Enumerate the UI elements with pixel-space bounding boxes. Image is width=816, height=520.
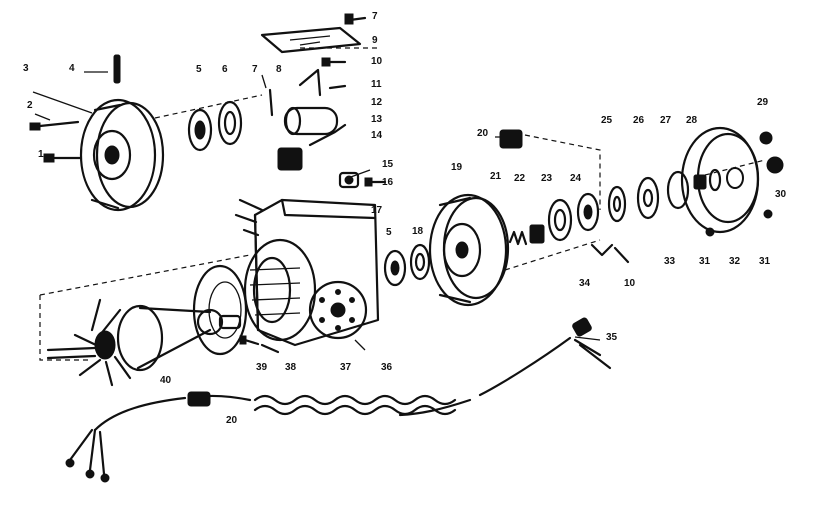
bracket-part-8 [298,68,322,97]
bushing-part-23 [547,198,573,242]
cord-part-37 [253,336,572,417]
screw-part-7-top [344,13,367,25]
washer-part-33 [636,176,660,220]
callout-label: 18 [412,226,424,237]
callout-label: 3 [23,63,29,74]
callout-label: 30 [775,189,787,200]
callout-label: 35 [606,332,618,343]
clip-part-38 [260,343,280,354]
callout-label: 7 [372,11,378,22]
leader-line-armature [39,295,90,361]
nut-part-22 [529,224,545,244]
callout-label: 20 [477,128,489,139]
callout-label: 5 [196,64,202,75]
screw-part-39 [239,335,260,346]
right-end-housing-part-19 [428,193,510,307]
left-end-housing-part-3 [79,98,165,212]
screw-part-31-right [763,209,773,219]
callout-label: 19 [451,162,463,173]
strain-relief-part-35 [572,317,592,337]
callout-label: 10 [371,56,383,67]
bushing-part-26 [666,170,690,210]
nut-part-27 [693,174,707,190]
end-cover-part-32 [680,126,760,234]
callout-label: 26 [633,115,645,126]
callout-label: 6 [222,64,228,75]
callout-label: 29 [757,97,769,108]
cord-leads-left [65,394,252,483]
screw-part-2 [29,120,80,131]
callout-label: 13 [371,114,383,125]
callout-label: 20 [226,415,238,426]
motor-frame-part-36 [234,198,380,347]
screw-part-29 [759,131,773,145]
screw-part-16 [364,177,387,187]
switch-part-14 [277,147,303,171]
leader-line-right-housing [504,239,601,271]
armature-part-40 [46,298,242,387]
fan-shield [192,264,248,356]
clip-part-34 [590,243,614,257]
callout-label: 24 [570,173,582,184]
callout-label: 7 [252,64,258,75]
callout-label: 2 [27,100,33,111]
bearing-part-5 [187,108,213,152]
callout-label: 9 [372,35,378,46]
rod-part-4 [113,54,121,84]
callout-label: 15 [382,159,394,170]
wire-part-10-right [613,246,630,264]
wire-part-13 [308,123,347,147]
callout-label: 1 [38,149,44,160]
spring-part-21 [508,230,528,246]
cord-leads-right [573,338,612,370]
callout-label: 16 [382,177,394,188]
clip-part-11 [328,84,347,90]
washer-part-25 [607,185,627,223]
screw-part-31-left [705,227,715,237]
callout-label: 17 [371,205,383,216]
nut-part-30 [766,156,784,174]
callout-label: 32 [729,256,741,267]
callout-label: 25 [601,115,613,126]
connector-part-20-bottom [187,391,211,407]
brush-holder-part-20 [499,129,523,149]
callout-label: 39 [256,362,268,373]
callout-label: 31 [759,256,771,267]
callout-label: 28 [686,115,698,126]
bearing-part-24 [576,192,600,232]
washer-part-28 [708,168,722,192]
callout-label: 34 [579,278,591,289]
callout-label: 11 [371,79,382,90]
capacitor-part-12 [283,106,339,136]
terminal-block-part-17 [338,171,360,189]
callout-label: 14 [371,130,383,141]
callout-label: 12 [371,97,383,108]
callout-label: 38 [285,362,297,373]
callout-label: 33 [664,256,676,267]
callout-label: 23 [541,173,553,184]
leader-line-frame-left [39,254,251,296]
washer-part-6 [217,100,243,146]
callout-label: 27 [660,115,672,126]
leader-line-left-housing [154,94,263,119]
callout-label: 4 [69,63,75,74]
callout-label: 10 [624,278,636,289]
callout-label: 36 [381,362,393,373]
switch-plate-part-9 [260,26,362,54]
callout-label: 37 [340,362,352,373]
callout-label: 8 [276,64,282,75]
callout-label: 40 [160,375,172,386]
screw-part-10 [321,57,347,67]
screw-part-7-left [268,88,274,117]
washer-part-18 [409,243,431,281]
callout-label: 22 [514,173,526,184]
callout-label: 5 [386,227,392,238]
screw-part-1 [43,153,82,163]
callout-label: 21 [490,171,502,182]
leader-line-end-cap [524,134,601,210]
bearing-part-5-right [383,249,407,287]
callout-label: 31 [699,256,711,267]
